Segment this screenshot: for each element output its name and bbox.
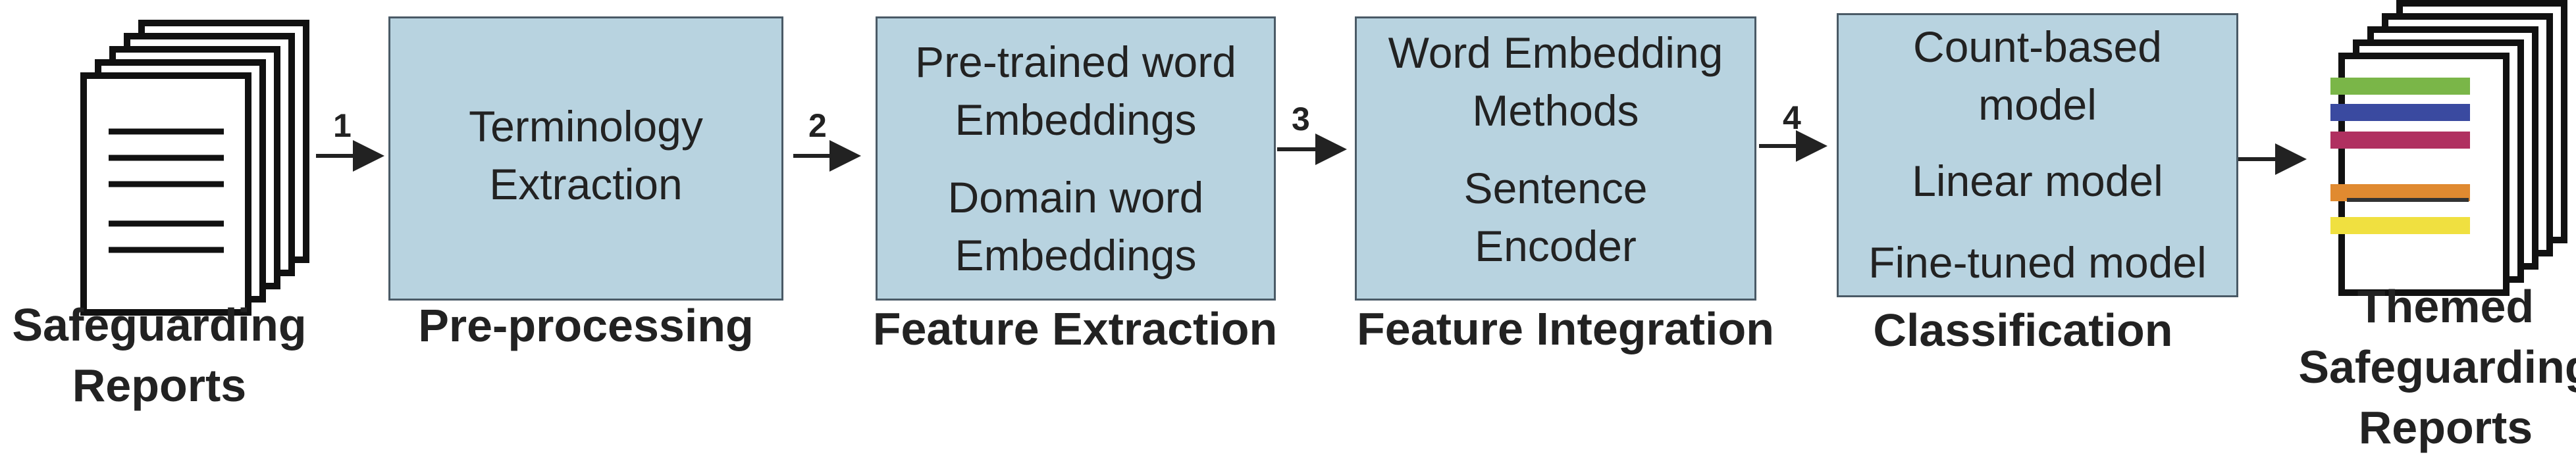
box-line: Sentence [1463, 164, 1648, 212]
box-line: Embeddings [955, 95, 1197, 144]
box-line: Encoder [1475, 222, 1637, 270]
label-line: Safeguarding [12, 299, 307, 351]
box-line: Embeddings [955, 231, 1197, 279]
box-classification: Count-based model Linear model Fine-tune… [1837, 13, 2238, 297]
theme-bar-blue [2330, 104, 2470, 121]
box-line: Linear model [1912, 157, 2163, 205]
label-line: Reports [72, 360, 247, 411]
label-line: Themed [2357, 281, 2535, 332]
step-number-1: 1 [333, 107, 352, 144]
input-reports-label: Safeguarding Reports [12, 295, 306, 416]
label-line: Reports [2358, 402, 2533, 453]
theme-bar-green [2330, 78, 2470, 95]
stage-caption-feature-extraction: Feature Extraction [872, 303, 1278, 354]
stage-caption-preprocessing: Pre-processing [418, 300, 754, 351]
box-line: Methods [1472, 86, 1639, 135]
output-reports-label: Themed Safeguarding Reports [2298, 276, 2576, 458]
step-number-2: 2 [808, 107, 827, 144]
step-number-3: 3 [1292, 101, 1310, 137]
output-themed-document-stack-icon [2330, 0, 2567, 296]
box-line: model [1978, 80, 2097, 129]
theme-bar-yellow [2330, 217, 2470, 234]
box-line: Count-based [1913, 22, 2162, 71]
theme-bar-magenta [2330, 132, 2470, 149]
stage-caption-feature-integration: Feature Integration [1357, 303, 1774, 354]
box-terminology-extraction: Terminology Extraction [388, 16, 783, 301]
box-line: Fine-tuned model [1868, 238, 2207, 287]
box-line: Terminology [469, 102, 703, 151]
step-number-4: 4 [1783, 99, 1801, 136]
stage-caption-classification: Classification [1873, 304, 2173, 356]
box-line: Extraction [489, 160, 683, 208]
box-line: Word Embedding [1388, 28, 1723, 77]
input-document-stack-icon [80, 20, 309, 316]
box-line: Domain word [947, 173, 1204, 222]
box-feature-integration: Word Embedding Methods Sentence Encoder [1355, 16, 1756, 301]
box-line: Pre-trained word [915, 37, 1236, 86]
label-line: Safeguarding [2298, 341, 2576, 393]
box-word-embeddings: Pre-trained word Embeddings Domain word … [876, 16, 1276, 301]
